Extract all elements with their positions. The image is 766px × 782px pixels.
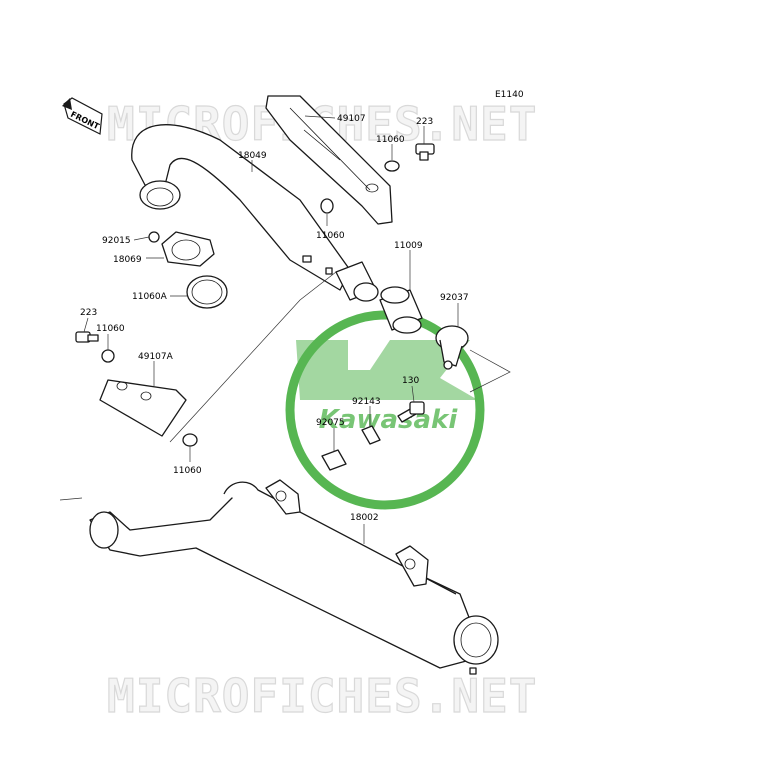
muffler-18002 (89, 479, 499, 675)
label-11009: 11009 (394, 241, 423, 251)
washer-11060-top (384, 160, 400, 172)
label-11060-mid: 11060 (316, 231, 345, 241)
leader-ref-left (59, 497, 83, 501)
nut-92015 (148, 231, 160, 243)
label-49107: 49107 (337, 114, 366, 124)
leader-cover (169, 271, 337, 443)
kawasaki-logo: Kawasaki (285, 310, 485, 510)
label-92015: 92015 (102, 236, 131, 246)
label-130: 130 (402, 376, 419, 386)
flange-18069 (161, 231, 215, 267)
label-92075: 92075 (316, 418, 345, 428)
washer-11060-mid (320, 198, 334, 214)
label-223-left: 223 (80, 308, 97, 318)
bolt-223-top (415, 143, 435, 161)
bolt-223-left (75, 331, 99, 343)
diagram-code: E1140 (495, 90, 524, 100)
gasket-11060A (186, 275, 228, 309)
label-92143: 92143 (352, 397, 381, 407)
washer-11060-bottom (182, 433, 198, 447)
label-11060-top: 11060 (376, 135, 405, 145)
grommet-92075 (321, 449, 347, 471)
part-labels: 49107 11060 223 18049 11060 92015 18069 … (80, 114, 469, 544)
leader-92037 (469, 349, 511, 393)
label-92037: 92037 (440, 293, 469, 303)
heat-guard-49107A (99, 379, 187, 437)
label-18069: 18069 (113, 255, 142, 265)
grommet-92143 (361, 425, 381, 445)
watermark-bottom: MICROFICHES.NET (107, 669, 537, 723)
label-18002: 18002 (350, 513, 379, 523)
bolt-130 (397, 401, 425, 423)
gasket-11009 (379, 286, 423, 334)
label-49107A: 49107A (138, 352, 174, 362)
label-11060A: 11060A (132, 292, 168, 302)
bracket-49107 (265, 95, 393, 225)
brand-text: Kawasaki (319, 405, 459, 435)
label-18049: 18049 (238, 151, 267, 161)
front-arrow-icon: FRONT (62, 97, 103, 135)
clamp-92037 (435, 325, 469, 370)
label-11060-left: 11060 (96, 324, 125, 334)
label-11060-bottom: 11060 (173, 466, 202, 476)
washer-11060-left (101, 349, 115, 363)
header-pipe-18049 (131, 124, 379, 302)
label-223-top: 223 (416, 117, 433, 127)
